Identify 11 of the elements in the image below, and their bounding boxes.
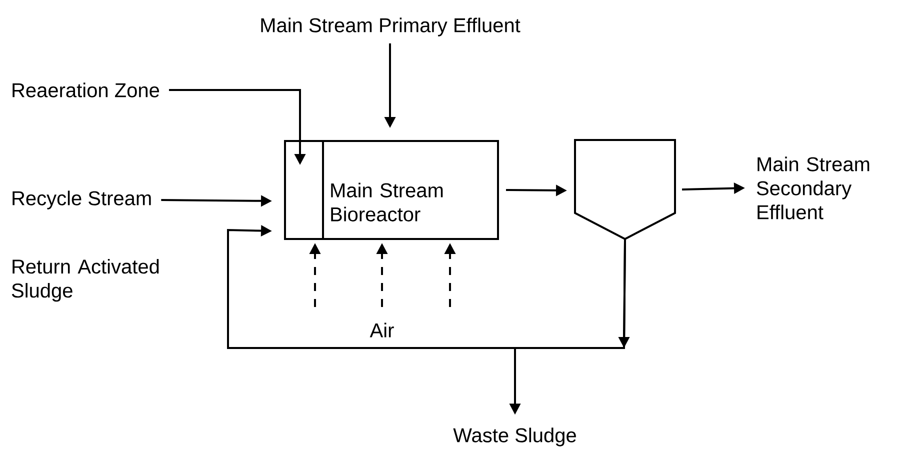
text-label: Reaeration Zone <box>12 82 160 98</box>
reaeration-compartment <box>284 140 324 240</box>
text-label: Main Stream Secondary Effluent <box>756 156 870 220</box>
edge-label: Return Activated Sludge <box>12 259 159 302</box>
text-label: Recycle Stream <box>12 190 151 210</box>
bioreactor-label: Main Stream Bioreactor <box>331 182 443 222</box>
text-label: Main Stream Primary Effluent <box>261 18 520 36</box>
clarifier-tank <box>574 139 676 240</box>
bioreactor-box <box>322 140 499 240</box>
text-label: Waste Sludge <box>453 428 576 446</box>
text-label: Air <box>370 322 394 338</box>
